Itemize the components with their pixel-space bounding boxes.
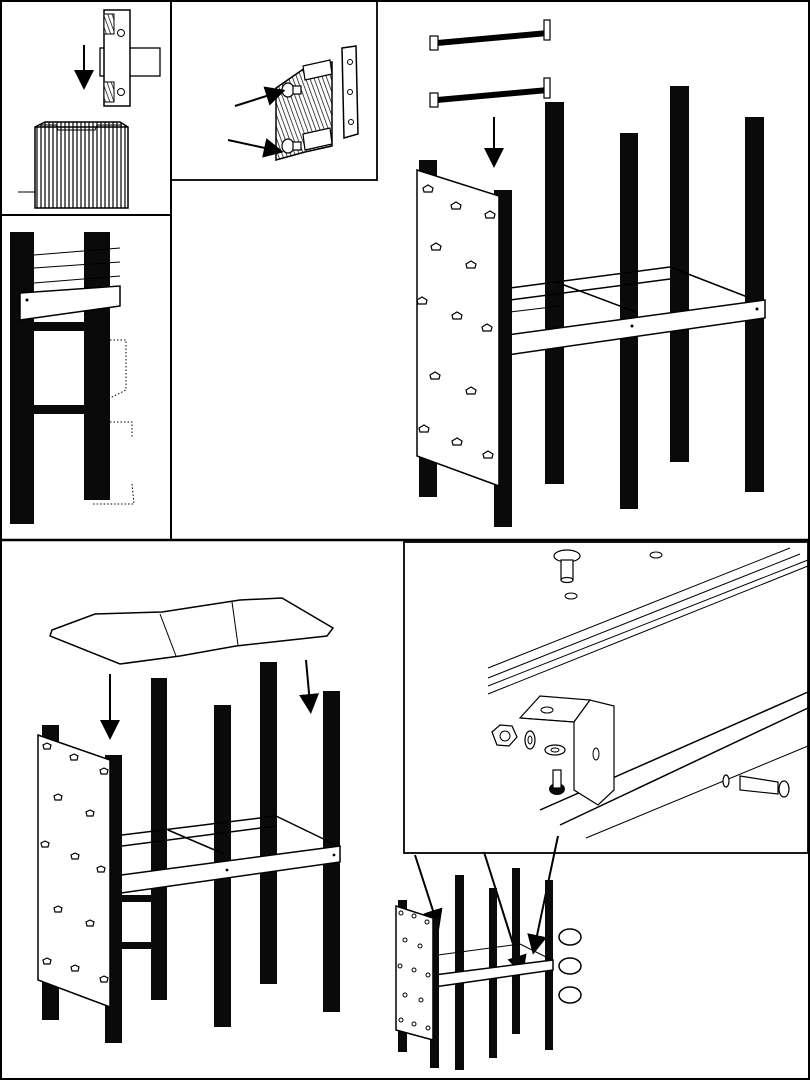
bolt-plate-detail — [228, 46, 358, 160]
down-arrow-icon — [110, 660, 310, 730]
overview-small — [396, 868, 581, 1070]
pointer-arrow-icon — [228, 93, 276, 150]
frame-assembly-step — [417, 20, 765, 527]
connector-insert-detail — [18, 10, 160, 208]
top-board-step — [38, 598, 340, 1043]
crossbar-parts — [430, 20, 550, 107]
leg-spacing-detail — [10, 232, 134, 524]
bracket-hardware-detail — [404, 542, 808, 966]
callout-circle-icon — [559, 929, 581, 1003]
